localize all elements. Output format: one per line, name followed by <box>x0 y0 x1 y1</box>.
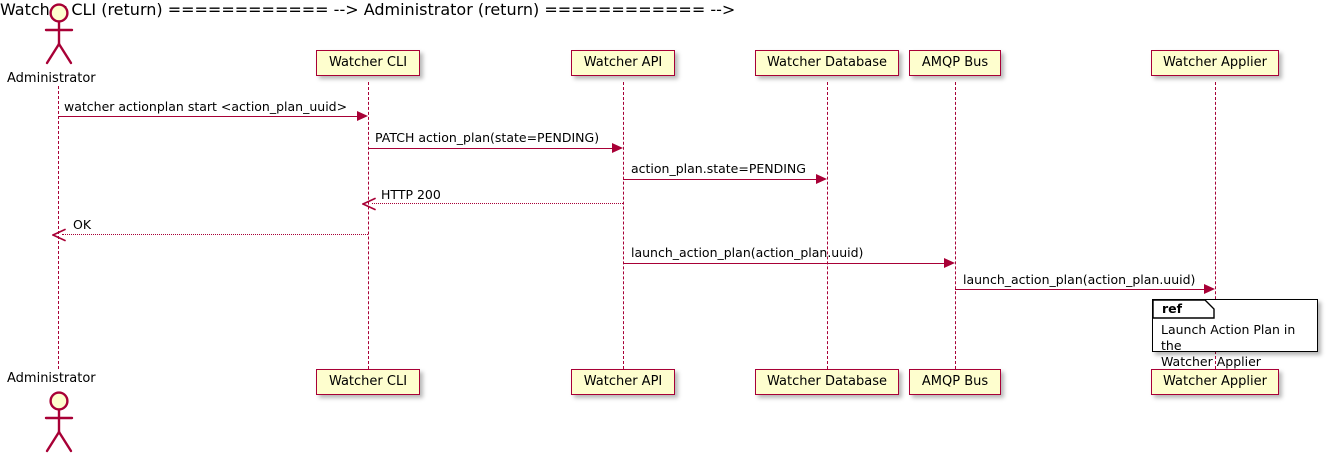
message-line-http-200 <box>372 203 623 204</box>
message-label-action-plan-state-pending: action_plan.state=PENDING <box>631 161 806 176</box>
actor-stick-figure-icon <box>44 3 74 65</box>
message-label-launch-action-plan-applier: launch_action_plan(action_plan.uuid) <box>963 272 1196 287</box>
participant-watcher-applier-top[interactable]: Watcher Applier <box>1151 50 1279 76</box>
participant-watcher-cli-top[interactable]: Watcher CLI <box>316 50 420 76</box>
actor-administrator-bottom <box>36 390 82 454</box>
lifeline-watcher-api <box>623 82 624 369</box>
message-line-launch-action-plan-bus <box>623 263 944 264</box>
arrow-head-launch-action-plan-applier <box>1204 284 1215 294</box>
lifeline-amqp-bus <box>955 82 956 369</box>
lifeline-watcher-database <box>827 82 828 369</box>
actor-stick-figure-icon <box>44 391 74 453</box>
participant-amqp-bus-top[interactable]: AMQP Bus <box>909 50 1001 76</box>
ref-frame-tab: ref <box>1153 300 1215 319</box>
message-label-patch-action-plan: PATCH action_plan(state=PENDING) <box>375 130 600 145</box>
open-arrow-left-icon <box>52 228 66 242</box>
arrow-head-actionplan-start <box>357 111 368 121</box>
participant-watcher-cli-bottom[interactable]: Watcher CLI <box>316 369 420 395</box>
actor-administrator-top <box>36 2 82 66</box>
arrow-head-launch-action-plan-bus <box>944 258 955 268</box>
message-line-launch-action-plan-applier <box>955 289 1204 290</box>
lifeline-watcher-cli <box>368 82 369 369</box>
open-arrow-left-icon <box>362 197 376 211</box>
message-line-actionplan-start <box>58 116 357 117</box>
ref-frame-body-text: Launch Action Plan in the Watcher Applie… <box>1161 322 1296 369</box>
participant-watcher-applier-bottom[interactable]: Watcher Applier <box>1151 369 1279 395</box>
message-label-launch-action-plan-bus: launch_action_plan(action_plan.uuid) <box>631 245 864 260</box>
participant-amqp-bus-bottom[interactable]: AMQP Bus <box>909 369 1001 395</box>
ref-frame-launch-action-plan: ref Launch Action Plan in the Watcher Ap… <box>1152 299 1318 369</box>
participant-watcher-api-bottom[interactable]: Watcher API <box>571 369 675 395</box>
arrow-head-action-plan-state-pending <box>816 174 827 184</box>
message-line-action-plan-state-pending <box>623 179 816 180</box>
participant-watcher-database-bottom[interactable]: Watcher Database <box>755 369 899 395</box>
lifeline-watcher-applier <box>1215 82 1216 369</box>
actor-label-administrator-top: Administrator <box>7 71 96 86</box>
message-label-actionplan-start: watcher actionplan start <action_plan_uu… <box>64 99 348 114</box>
message-line-patch-action-plan <box>368 148 612 149</box>
arrow-head-patch-action-plan <box>612 143 623 153</box>
arrow-head-ok <box>52 227 66 242</box>
participant-watcher-api-top[interactable]: Watcher API <box>571 50 675 76</box>
ref-tab-pentagon-icon <box>1153 300 1215 319</box>
actor-label-administrator-bottom: Administrator <box>7 371 96 386</box>
message-line-ok <box>62 234 368 235</box>
message-label-http-200: HTTP 200 <box>381 187 441 202</box>
arrow-head-http-200 <box>362 196 376 211</box>
lifeline-administrator <box>58 86 59 369</box>
participant-watcher-database-top[interactable]: Watcher Database <box>755 50 899 76</box>
message-label-ok: OK <box>73 217 92 232</box>
ref-tab-label: ref <box>1162 301 1183 316</box>
